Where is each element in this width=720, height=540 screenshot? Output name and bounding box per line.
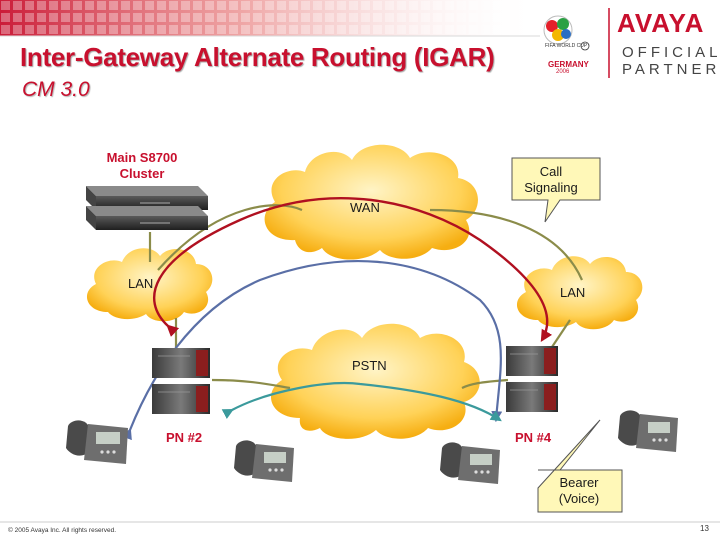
phone-pn2-icon [234, 440, 294, 482]
bearer-callout [537, 419, 623, 513]
page-number: 13 [700, 524, 709, 533]
phone-left-icon [66, 420, 128, 464]
slide-subtitle: CM 3.0 [22, 78, 90, 101]
worldcup-top-text: FIFA WORLD CUP [545, 43, 588, 49]
pstn-cloud [270, 323, 480, 439]
lan-left-cloud [86, 248, 213, 322]
call-signaling-callout [511, 157, 601, 223]
slide-title: Inter-Gateway Alternate Routing (IGAR) [20, 42, 495, 72]
phone-right-icon [618, 410, 678, 452]
header-tiles [0, 0, 540, 36]
worldcup-logo [543, 15, 590, 51]
pn4-label: PN #4 [515, 430, 552, 445]
phone-pn4-icon [440, 442, 500, 484]
main-cluster-line-1: Main S8700 [106, 150, 178, 165]
call-signaling-path [153, 197, 553, 343]
wan-cloud [264, 144, 478, 260]
pn2-gateway [152, 348, 210, 414]
partner-text: PARTNER [622, 61, 720, 78]
main-s8700-server-stack [86, 186, 208, 230]
lan-left-label: LAN [128, 276, 154, 291]
main-cluster-label: Main S8700 Cluster [92, 150, 192, 182]
worldcup-name-text: GERMANY [548, 60, 589, 69]
pn4-gateway [506, 346, 558, 412]
avaya-logo-text: AVAYA [617, 8, 705, 38]
official-text: OFFICIAL [622, 44, 720, 61]
pstn-label: PSTN [352, 358, 387, 373]
pn2-label: PN #2 [166, 430, 203, 445]
call-signaling-line-1: Call [539, 164, 563, 179]
call-signaling-label: Call Signaling [507, 164, 595, 196]
lan-right-label: LAN [560, 285, 586, 300]
worldcup-year-text: 2006 [556, 69, 570, 75]
lan-right-cloud [516, 256, 643, 330]
wan-label: WAN [350, 200, 380, 215]
bearer-line-2: (Voice) [558, 491, 600, 506]
bearer-label: Bearer (Voice) [535, 475, 623, 507]
copyright-text: © 2005 Avaya Inc. All rights reserved. [8, 527, 117, 534]
main-cluster-line-2: Cluster [119, 166, 165, 181]
bearer-line-1: Bearer [559, 475, 599, 490]
call-signaling-line-2: Signaling [524, 180, 578, 195]
pstn-bearer-path [221, 382, 502, 422]
